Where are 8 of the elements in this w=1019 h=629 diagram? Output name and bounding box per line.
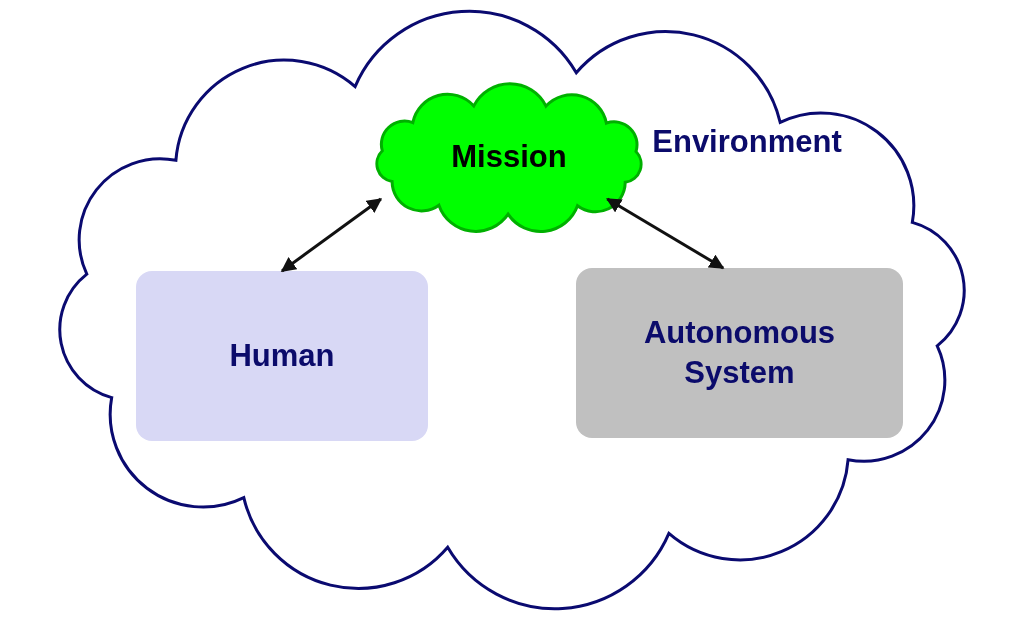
box-label: Autonomous System	[642, 313, 837, 392]
box-label: Human	[228, 336, 336, 375]
cloud-label: Mission	[450, 138, 568, 176]
process-box	[136, 271, 428, 441]
process-box	[576, 268, 903, 438]
cloud-label: Environment	[651, 123, 843, 161]
double-arrow	[606, 197, 725, 270]
double-arrow	[280, 197, 383, 273]
